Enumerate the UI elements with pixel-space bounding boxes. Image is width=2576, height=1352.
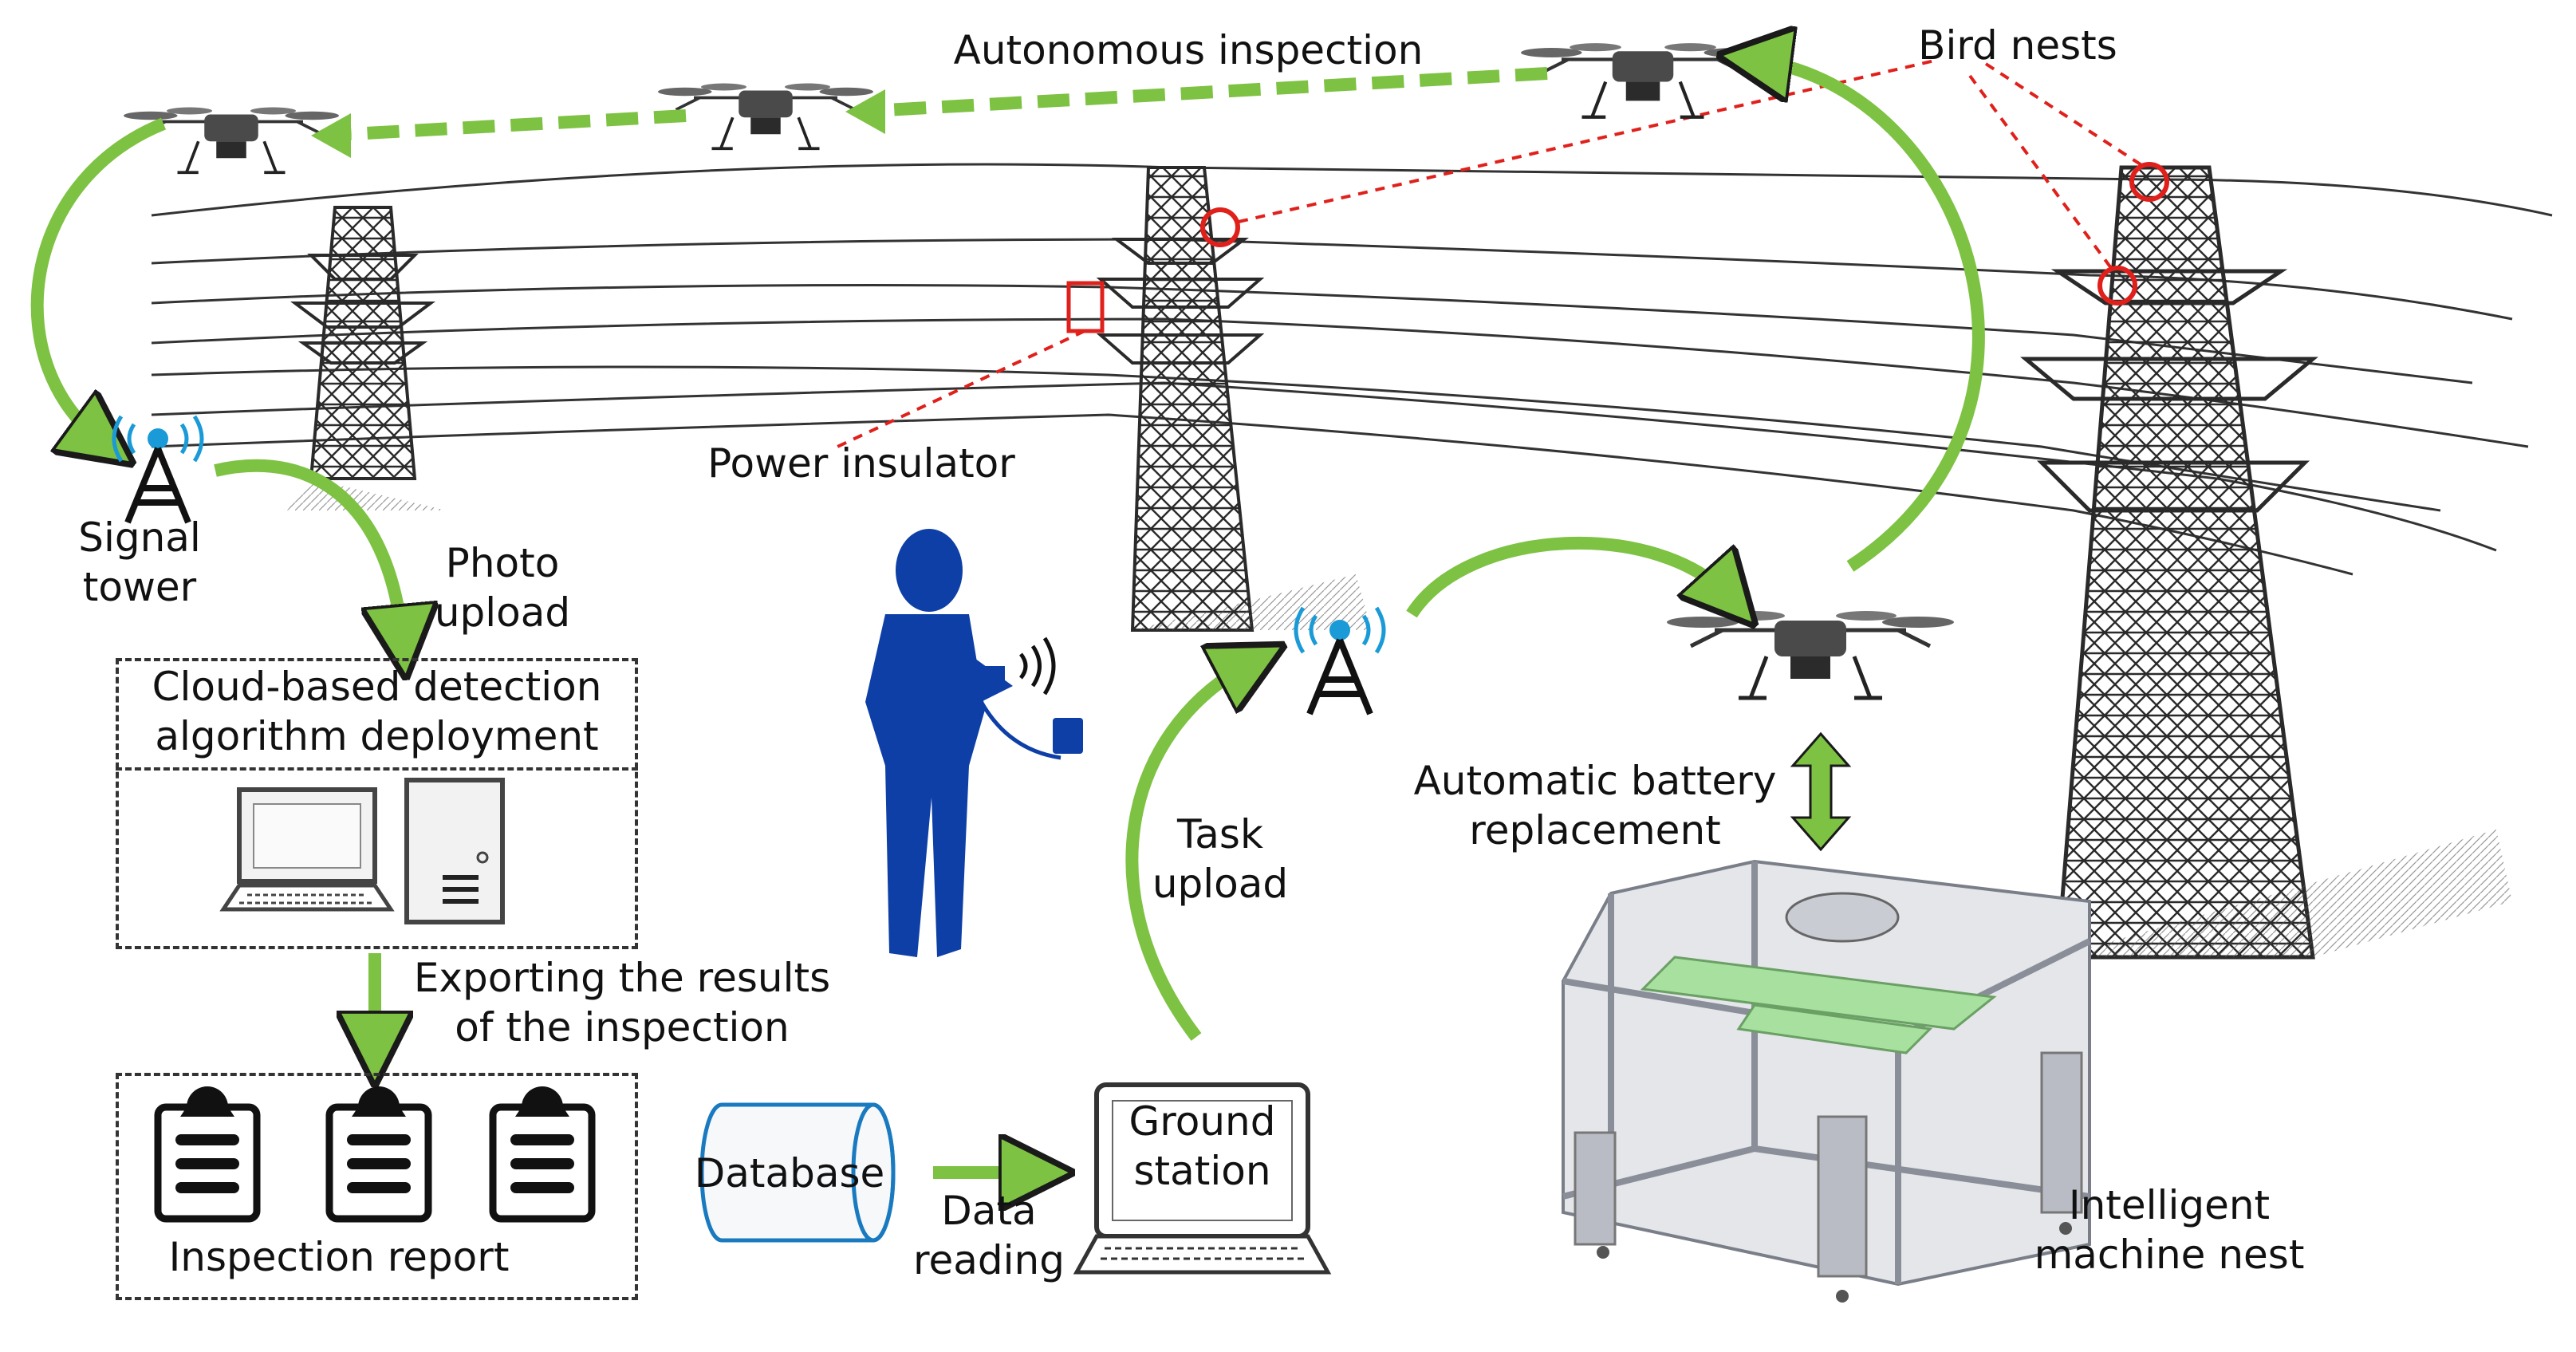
database-label: Database xyxy=(694,1150,885,1196)
inspection-report-label: Inspection report xyxy=(168,1234,510,1280)
autonomous-inspection-arrows xyxy=(311,67,1548,158)
signal-tower-label: Signal tower xyxy=(48,513,231,612)
cloud-box-divider xyxy=(116,767,638,771)
machine-nest-label-line2: machine nest xyxy=(2034,1232,2305,1278)
drone-icon xyxy=(122,105,341,175)
task-upload-label: Task upload xyxy=(1117,810,1324,909)
ground-station-label: Ground station xyxy=(1101,1097,1304,1196)
inspection-report-box xyxy=(116,1073,638,1300)
arrow-task-upload xyxy=(1125,662,1252,1041)
photo-upload-label-line1: Photo xyxy=(445,540,560,586)
server-icon xyxy=(404,778,505,924)
cloud-detection-box xyxy=(116,658,638,949)
desktop-computer-icon xyxy=(219,787,395,912)
arrow-drone-launch xyxy=(1755,60,1985,572)
battery-replacement-arrow xyxy=(1790,731,1852,852)
signal-tower-icon xyxy=(114,416,202,522)
bird-nest-marker-middle-tower xyxy=(1200,207,1240,247)
data-reading-label-line1: Data xyxy=(941,1188,1037,1234)
defect-highlights xyxy=(837,58,2169,448)
drone-icon xyxy=(1521,43,1765,117)
cloud-detection-title-line2: algorithm deployment xyxy=(155,713,599,759)
database-cylinder-icon xyxy=(699,1102,896,1243)
bird-nest-marker-top xyxy=(2129,162,2169,202)
battery-replacement-label: Automatic battery replacement xyxy=(1388,756,1802,855)
task-upload-label-line1: Task xyxy=(1177,811,1263,857)
task-upload-label-line2: upload xyxy=(1152,861,1289,907)
bird-nests-label: Bird nests xyxy=(1918,22,2117,69)
bird-nest-marker-arm xyxy=(2097,266,2137,305)
power-lines xyxy=(151,163,2553,576)
arrow-photo-upload xyxy=(214,459,403,642)
flow-arrows xyxy=(30,60,1985,1173)
operator-figure xyxy=(865,529,1083,957)
transmission-tower-large xyxy=(2020,165,2512,960)
laptop-icon xyxy=(1073,1082,1332,1275)
data-reading-label-line2: reading xyxy=(913,1237,1065,1283)
exporting-results-label: Exporting the results of the inspection xyxy=(375,953,869,1052)
cloud-detection-title-line1: Cloud-based detection xyxy=(152,664,602,710)
machine-nest-label-line1: Intelligent xyxy=(2068,1182,2271,1228)
arrow-drone-to-signal-tower xyxy=(30,117,167,443)
data-reading-label: Data reading xyxy=(893,1186,1085,1285)
machine-nest-label: Intelligent machine nest xyxy=(2002,1181,2337,1279)
ground-station-label-line2: station xyxy=(1133,1148,1271,1194)
autonomous-inspection-label: Autonomous inspection xyxy=(953,27,1424,73)
signal-tower-label-line1: Signal xyxy=(78,514,201,561)
drone-icon xyxy=(656,81,875,151)
wireless-signal-icon xyxy=(1018,637,1056,696)
photo-upload-label-line2: upload xyxy=(434,589,571,636)
battery-replacement-label-line2: replacement xyxy=(1469,807,1721,853)
photo-upload-label: Photo upload xyxy=(415,538,590,637)
exporting-results-label-line2: of the inspection xyxy=(455,1004,790,1050)
power-insulator-marker xyxy=(1066,281,1105,333)
transmission-tower-middle xyxy=(1096,166,1372,632)
drone-icon xyxy=(1667,611,1954,698)
ground-station-label-line1: Ground xyxy=(1128,1098,1276,1145)
signal-tower-label-line2: tower xyxy=(82,564,197,610)
battery-replacement-label-line1: Automatic battery xyxy=(1413,758,1777,804)
exporting-results-label-line1: Exporting the results xyxy=(413,955,831,1001)
power-insulator-label: Power insulator xyxy=(707,440,1015,487)
cloud-detection-title: Cloud-based detection algorithm deployme… xyxy=(116,662,638,761)
machine-nest-station xyxy=(1562,859,2091,1303)
arrow-to-drone xyxy=(1406,536,1731,614)
